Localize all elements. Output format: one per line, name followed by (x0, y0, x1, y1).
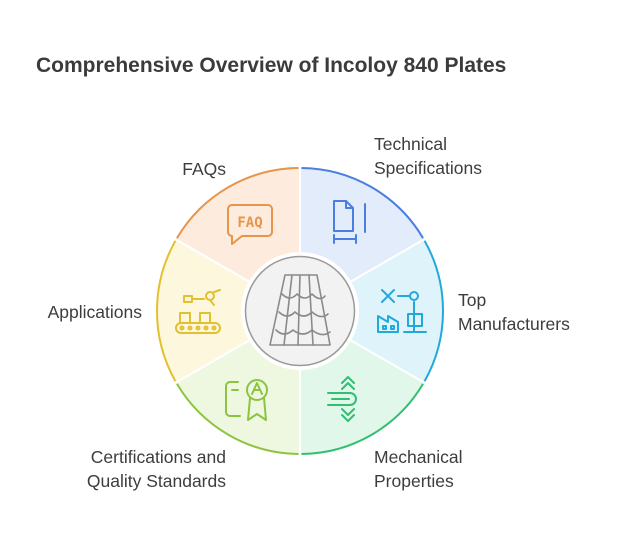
segment-rim-certifications (176, 383, 299, 455)
label-certifications: Certifications and Quality Standards (86, 447, 226, 491)
segment-rim-technical-specifications (301, 167, 424, 239)
segment-rim-top-manufacturers (423, 240, 444, 382)
document-ruler-icon (333, 200, 366, 244)
center-hub (242, 253, 358, 369)
segment-rim-faqs (176, 167, 299, 239)
segment-rim-applications (156, 240, 177, 382)
label-applications: Applications (47, 302, 142, 322)
label-top-manufacturers: Top Manufacturers (458, 290, 570, 334)
certificate-badge-icon (225, 379, 268, 421)
center-hub-ring (244, 255, 356, 367)
segment-rim-mechanical-properties (301, 383, 424, 455)
page-title: Comprehensive Overview of Incoloy 840 Pl… (36, 54, 507, 77)
faq-chat-icon: FAQ (227, 204, 273, 245)
factory-robot-arm-icon (377, 289, 427, 333)
label-mechanical-properties: Mechanical Properties (374, 447, 463, 491)
conveyor-robot-icon (175, 289, 221, 334)
faq-icon-text: FAQ (237, 215, 262, 231)
label-faqs: FAQs (182, 159, 226, 179)
label-technical-specifications: Technical Specifications (374, 134, 482, 178)
arrows-magnet-icon (327, 376, 357, 422)
roof-tiles-icon (269, 274, 331, 346)
